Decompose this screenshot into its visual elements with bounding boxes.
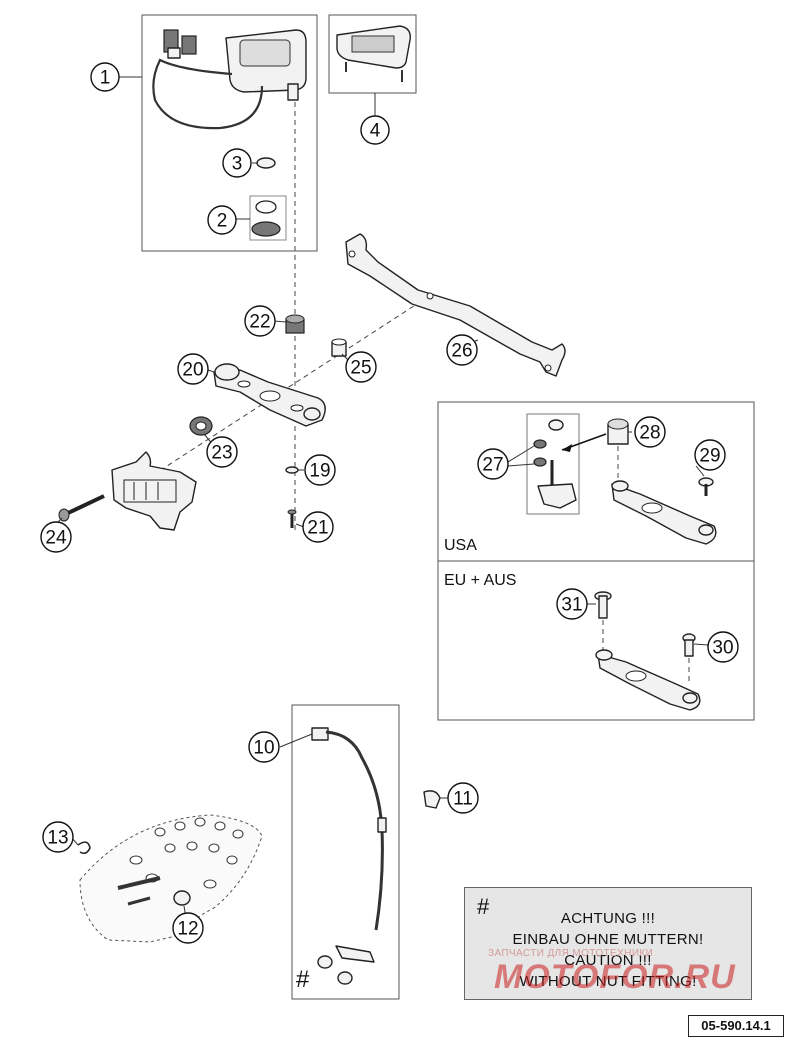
- note-line-3: CAUTION !!!: [564, 952, 652, 969]
- callout-1: 1: [90, 62, 120, 92]
- disc-clip: [77, 841, 91, 855]
- no-nut-marker: #: [296, 966, 310, 993]
- cap-part: [607, 418, 629, 445]
- callout-29-label: 29: [699, 446, 720, 467]
- callout-13-label: 13: [47, 828, 68, 849]
- note-line-1: ACHTUNG !!!: [560, 910, 656, 927]
- note-hash-symbol: #: [477, 894, 490, 919]
- cable-clip: [423, 790, 441, 809]
- note-line-4: WITHOUT NUT FITTING!: [519, 973, 697, 990]
- callout-3: 3: [222, 148, 252, 178]
- speedometer-group-frame: [141, 14, 318, 252]
- eu-bolt-part: [594, 591, 612, 650]
- callout-27: 27: [477, 448, 509, 480]
- note-text: ACHTUNG !!! EINBAU OHNE MUTTERN! CAUTION…: [465, 908, 751, 992]
- callout-3-label: 3: [232, 154, 243, 175]
- disc-nut: [173, 890, 191, 906]
- callout-13: 13: [42, 821, 74, 853]
- cover-group-frame: [328, 14, 417, 94]
- callout-25: 25: [345, 351, 377, 383]
- note-line-2: EINBAU OHNE MUTTERN!: [512, 931, 704, 948]
- callout-27-label: 27: [482, 455, 503, 476]
- mounting-bracket: [345, 233, 566, 377]
- callout-31: 31: [556, 588, 588, 620]
- callout-23-label: 23: [211, 443, 232, 464]
- callout-10-label: 10: [253, 738, 274, 759]
- display-cover: [336, 25, 411, 82]
- callout-20-label: 20: [182, 360, 203, 381]
- callout-28: 28: [634, 416, 666, 448]
- holder-plate: [213, 363, 326, 427]
- callout-31-label: 31: [561, 595, 582, 616]
- spacer-part: [189, 416, 213, 436]
- rubber-bushing: [285, 314, 305, 334]
- usa-screw-part: [698, 477, 714, 496]
- callout-20: 20: [177, 353, 209, 385]
- arrow-head: [562, 444, 572, 452]
- ring-part: [256, 157, 276, 169]
- nut-pair: [317, 955, 353, 985]
- callout-4-label: 4: [370, 121, 381, 142]
- sleeve-part: [331, 338, 347, 357]
- callout-26-label: 26: [451, 341, 472, 362]
- sensor-cable-frame: [291, 704, 400, 1000]
- document-code: 05-590.14.1: [688, 1015, 784, 1037]
- callout-23: 23: [206, 436, 238, 468]
- callout-12: 12: [172, 912, 204, 944]
- callout-2: 2: [207, 205, 237, 235]
- eu-aus-label: EU + AUS: [444, 572, 516, 589]
- bolt-and-bracket: [58, 451, 197, 531]
- callout-19-label: 19: [309, 461, 330, 482]
- callout-11: 11: [447, 782, 479, 814]
- callout-24-label: 24: [45, 528, 67, 549]
- callout-21: 21: [302, 511, 334, 543]
- callout-21-label: 21: [307, 518, 328, 539]
- callout-22-label: 22: [249, 312, 270, 333]
- callout-19: 19: [304, 454, 336, 486]
- grommet-part: [249, 195, 287, 241]
- callout-28-label: 28: [639, 423, 660, 444]
- callout-10: 10: [248, 731, 280, 763]
- eu-holder-plate: [595, 649, 701, 711]
- callout-29: 29: [694, 439, 726, 471]
- screw-part: [287, 509, 297, 528]
- callout-25-label: 25: [350, 358, 371, 379]
- usa-label: USA: [444, 537, 477, 554]
- usa-holder-plate: [611, 446, 717, 545]
- speedometer-unit: [152, 29, 307, 130]
- callout-1-label: 1: [100, 68, 111, 89]
- nut-assembly: [526, 413, 580, 515]
- callout-4: 4: [360, 115, 390, 145]
- callout-30: 30: [707, 631, 739, 663]
- callout-12-label: 12: [177, 919, 198, 940]
- washer-part: [285, 466, 299, 474]
- brake-disc: [79, 814, 263, 943]
- caution-note: # ACHTUNG !!! EINBAU OHNE MUTTERN! CAUTI…: [464, 887, 752, 1000]
- callout-24: 24: [40, 521, 72, 553]
- callout-26: 26: [446, 334, 478, 366]
- callout-22: 22: [244, 305, 276, 337]
- wheel-speed-sensor: [311, 727, 387, 963]
- callout-30-label: 30: [712, 638, 733, 659]
- callout-2-label: 2: [217, 211, 228, 232]
- eu-screw-part: [682, 633, 696, 684]
- callout-11-label: 11: [453, 789, 473, 810]
